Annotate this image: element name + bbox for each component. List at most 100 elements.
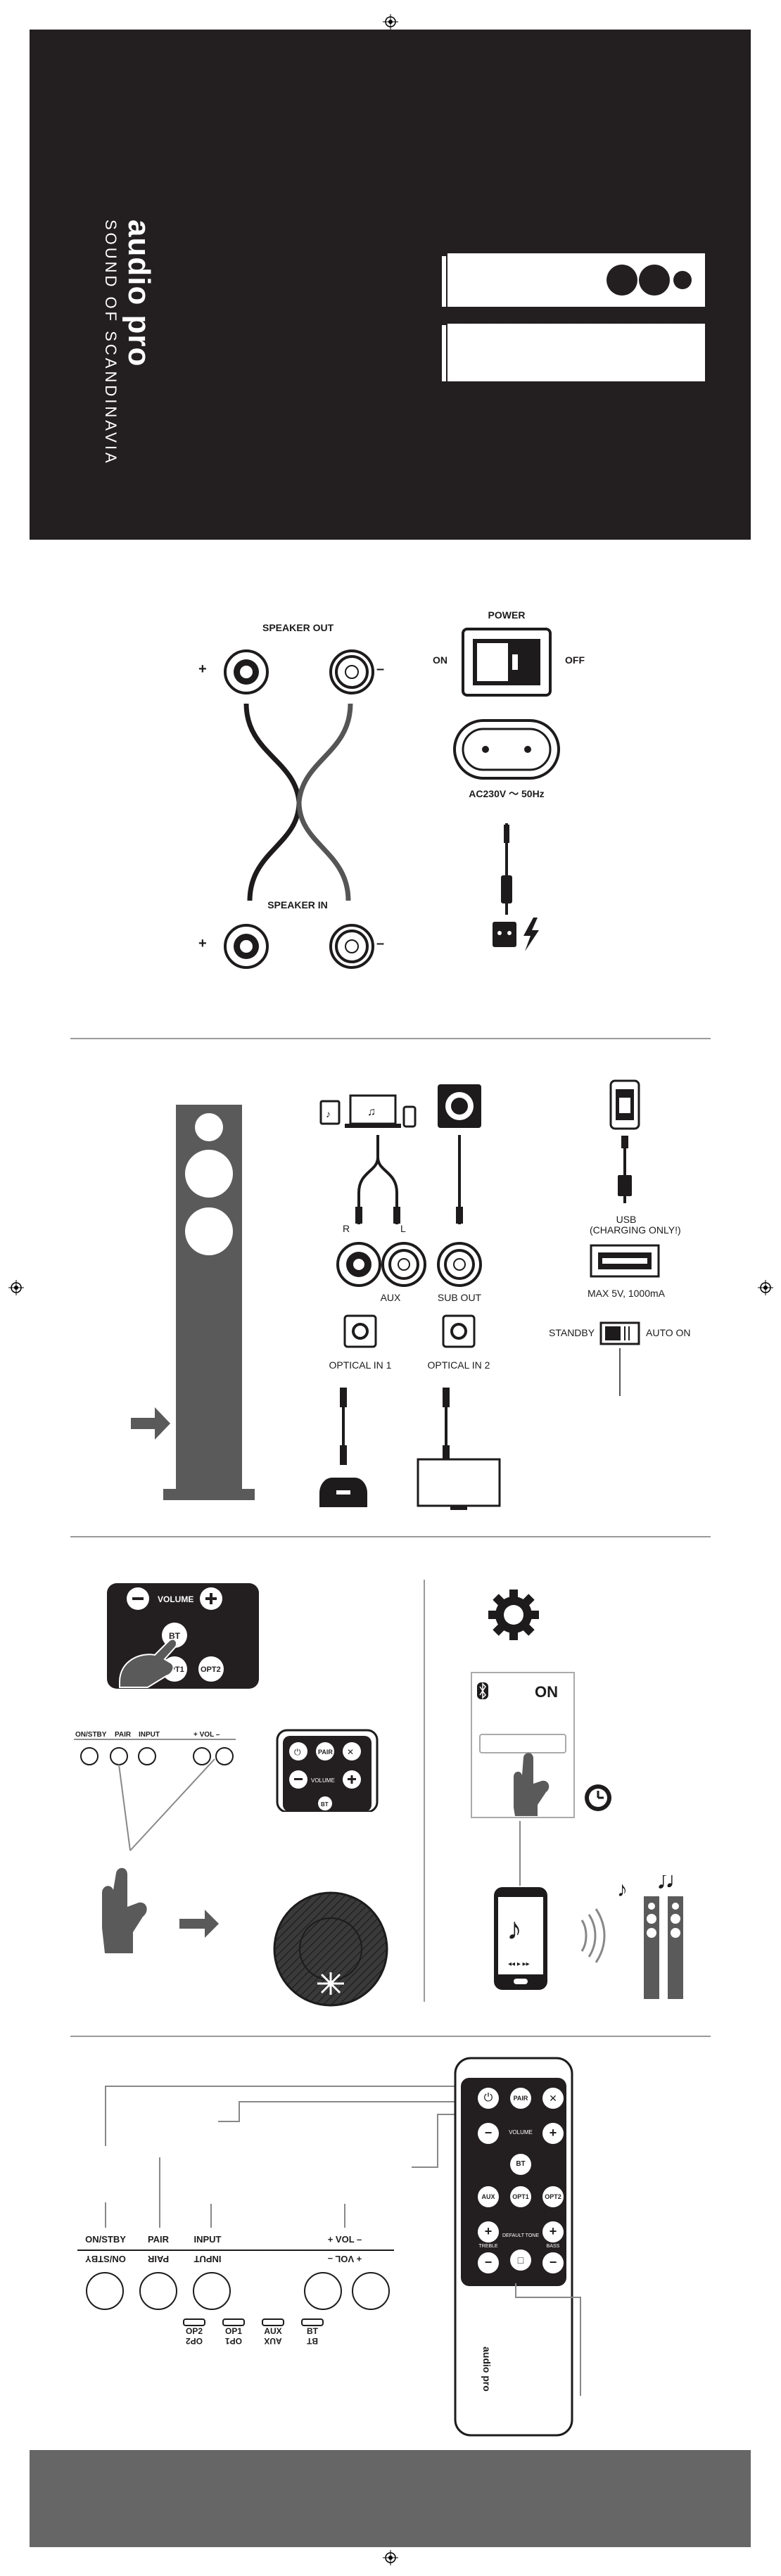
input-indicator-op1: OP1 OP1 [215, 2318, 252, 2346]
registration-mark-bottom [383, 2550, 398, 2565]
remote-default-tone-button[interactable]: □ [510, 2250, 531, 2271]
remote-treble-up-button[interactable]: + [478, 2221, 499, 2242]
remote-pair-button[interactable]: PAIR [510, 2088, 531, 2109]
settings-gear-icon [488, 1590, 539, 1640]
input-indicator-label: AUX [264, 2326, 282, 2336]
remote-volume-up-button[interactable]: + [542, 2123, 564, 2144]
panel-input-label: INPUT [193, 2234, 222, 2245]
panel-on-stby-label-inverted: ON/STBY [85, 2254, 126, 2264]
panel-on-stby-button[interactable] [86, 2272, 124, 2310]
aux-r-label: R [343, 1223, 350, 1234]
registration-mark-left [8, 1280, 24, 1295]
standby-label: STANDBY [549, 1327, 595, 1338]
panel-input-label-inverted: INPUT [193, 2254, 222, 2264]
aux-sub-connection-diagram: ♪ ♫ [319, 1084, 482, 1287]
plus-sign-bottom: + [198, 936, 207, 951]
control-panel: ON/STBY PAIR INPUT + VOL – ON/STBY PAIR … [77, 2234, 408, 2368]
power-off-label: OFF [565, 654, 585, 666]
panel-vol-label: + VOL – [327, 2234, 362, 2245]
remote-button-grid: ⏻ PAIR ✕ − VOLUME + BT AUX OPT1 OPT2 + +… [468, 2078, 573, 2286]
svg-text:✕: ✕ [347, 1747, 354, 1757]
svg-text:PAIR: PAIR [115, 1731, 132, 1739]
optical-in-1-label: OPTICAL IN 1 [329, 1359, 392, 1371]
panel-vol-down-button[interactable] [352, 2272, 390, 2310]
power-on-label: ON [433, 654, 447, 666]
svg-text:VOLUME: VOLUME [311, 1777, 335, 1784]
input-indicator-bt: BT BT [294, 2318, 331, 2346]
brand-logo: audio pro [122, 220, 156, 367]
bluetooth-settings-screen [471, 1672, 575, 1818]
wireless-speakers-icon: ♪ ♫ [580, 1875, 683, 1999]
mains-label: AC230V 〜 50Hz [469, 788, 545, 799]
indicator-led [262, 2318, 284, 2326]
power-label: POWER [488, 609, 526, 621]
remote-aux-button[interactable]: AUX [478, 2186, 499, 2207]
indicator-led [183, 2318, 205, 2326]
svg-text:⏻: ⏻ [294, 1747, 301, 1757]
pairing-vertical-divider [424, 1580, 425, 2002]
sub-out-label: SUB OUT [437, 1292, 482, 1303]
brand-tagline: SOUND OF SCANDINAVIA [102, 220, 120, 466]
input-indicator-label-inverted: BT [307, 2336, 318, 2346]
svg-text:♫: ♫ [367, 1106, 376, 1118]
remote-power-button[interactable]: ⏻ [478, 2088, 499, 2109]
usb-spec-label: MAX 5V, 1000mA [588, 1288, 665, 1299]
svg-text:♪: ♪ [617, 1878, 628, 1901]
panel-input-button[interactable] [193, 2272, 231, 2310]
panel-label-rule [77, 2250, 394, 2251]
clock-icon [585, 1784, 611, 1811]
divider-3 [70, 2036, 711, 2037]
footer-band [30, 2450, 751, 2547]
panel-vol-label-inverted: + VOL – [327, 2254, 362, 2264]
panel-vol-up-button[interactable] [304, 2272, 342, 2310]
panel-pair-button[interactable] [139, 2272, 177, 2310]
remote-opt2-button[interactable]: OPT2 [542, 2186, 564, 2207]
remote-pair-closeup: ⏻ PAIR ✕ VOLUME BT [276, 1729, 379, 1812]
auto-on-label: AUTO ON [646, 1327, 691, 1338]
usb-label-line1: USB [616, 1214, 637, 1225]
input-indicator-label-inverted: OP1 [225, 2336, 243, 2346]
remote-mute-button[interactable]: ✕ [542, 2088, 564, 2109]
speaker-in-label: SPEAKER IN [262, 899, 333, 911]
usb-connection-diagram [590, 1079, 660, 1278]
optical-in-2-label: OPTICAL IN 2 [427, 1359, 490, 1371]
minus-sign-bottom: – [376, 936, 385, 951]
remote-brand-label: audio pro [481, 2347, 493, 2392]
divider-2 [70, 1536, 711, 1537]
remote-opt1-button[interactable]: OPT1 [510, 2186, 531, 2207]
registration-mark-right [758, 1280, 773, 1295]
speaker-grille-led-icon [273, 1891, 388, 2007]
indicator-led [301, 2318, 324, 2326]
svg-text:BT: BT [321, 1801, 329, 1808]
svg-text:ON/STBY: ON/STBY [75, 1731, 107, 1739]
remote-volume-closeup: VOLUME BT OPT1 OPT2 [107, 1583, 259, 1689]
svg-text:♪: ♪ [326, 1108, 331, 1119]
aux-l-label: L [400, 1223, 406, 1234]
standby-auto-on-switch[interactable] [599, 1320, 642, 1397]
panel-pair-press-diagram: ON/STBY PAIR INPUT + VOL – [74, 1731, 236, 1953]
svg-text:PAIR: PAIR [318, 1749, 333, 1756]
speaker-out-label: SPEAKER OUT [262, 622, 334, 633]
remote-bass-down-button[interactable]: − [542, 2252, 564, 2273]
tower-speaker-illustration [131, 1105, 255, 1500]
brand-block: audio pro SOUND OF SCANDINAVIA [101, 220, 156, 466]
remote-treble-label: TREBLE [478, 2244, 498, 2249]
plus-sign-top: + [198, 661, 207, 677]
speaker-illustration-icon [442, 253, 705, 381]
remote-volume-label: VOLUME [509, 2129, 533, 2136]
optical-connection-diagram [319, 1314, 501, 1510]
remote-volume-down-button[interactable]: − [478, 2123, 499, 2144]
remote-treble-down-button[interactable]: − [478, 2252, 499, 2273]
remote-bt-button[interactable]: BT [510, 2154, 531, 2175]
divider-1 [70, 1038, 711, 1039]
remote-bass-up-button[interactable]: + [542, 2221, 564, 2242]
input-indicator-label: OP1 [224, 2326, 242, 2336]
panel-pair-label-inverted: PAIR [147, 2254, 170, 2264]
svg-text:◂◂ ▸ ▸▸: ◂◂ ▸ ▸▸ [508, 1960, 530, 1968]
usb-label: USB (CHARGING ONLY!) [590, 1214, 681, 1236]
remote-bass-label: BASS [546, 2244, 560, 2249]
panel-callout-lines [105, 2157, 345, 2228]
remote-tone-callout-line [515, 2283, 581, 2396]
input-indicator-label: OP2 [185, 2326, 203, 2336]
usb-label-line2: (CHARGING ONLY!) [590, 1224, 681, 1236]
